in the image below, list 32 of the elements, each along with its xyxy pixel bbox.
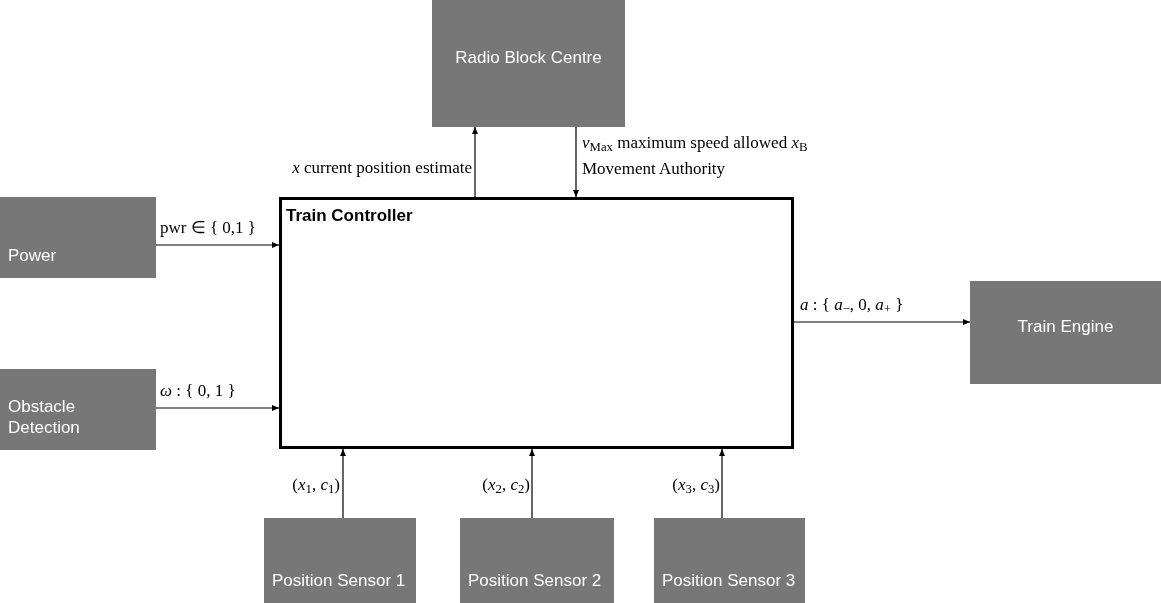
arrow [793,319,971,325]
arrow [472,126,478,198]
component-box [264,518,416,603]
edge-label: a : { a$_{−}$, 0, a$_{+}$ } [800,294,905,318]
component-box [654,518,805,603]
edge-label: v$_{Max}$ maximum speed allowed x$_{B}$ Movement Authority [582,132,809,180]
arrow [340,448,346,519]
edge-label: (x$_{2}$, c$_{2}$) [481,474,530,498]
node-title: Position Sensor 2 [468,569,602,591]
node-title: Radio Block Centre [455,46,602,69]
node-title: Position Sensor 3 [662,569,796,591]
edge-label: ω : { 0, 1 } [160,380,237,402]
component-box [0,369,156,450]
edge-label: pwr ∈ { 0,1 } [160,217,257,239]
node-title: Train Controller [286,206,413,225]
edge-label: (x$_{3}$, c$_{3}$) [671,474,720,498]
arrow [155,242,280,248]
controller-box [279,197,794,449]
edge-label: x current position estimate [291,157,472,179]
node-title: Position Sensor 1 [272,569,406,591]
arrow [573,126,579,198]
component-box [970,281,1161,384]
arrow [529,448,535,519]
arrow [155,405,280,411]
arrow [719,448,725,519]
node-title: Obstacle Detection [8,395,81,438]
component-box [432,0,625,127]
component-box [460,518,614,603]
node-title: Train Engine [1017,315,1114,338]
node-title: Power [8,244,57,266]
component-box [0,197,156,278]
edge-label: (x$_{1}$, c$_{1}$) [291,474,340,498]
